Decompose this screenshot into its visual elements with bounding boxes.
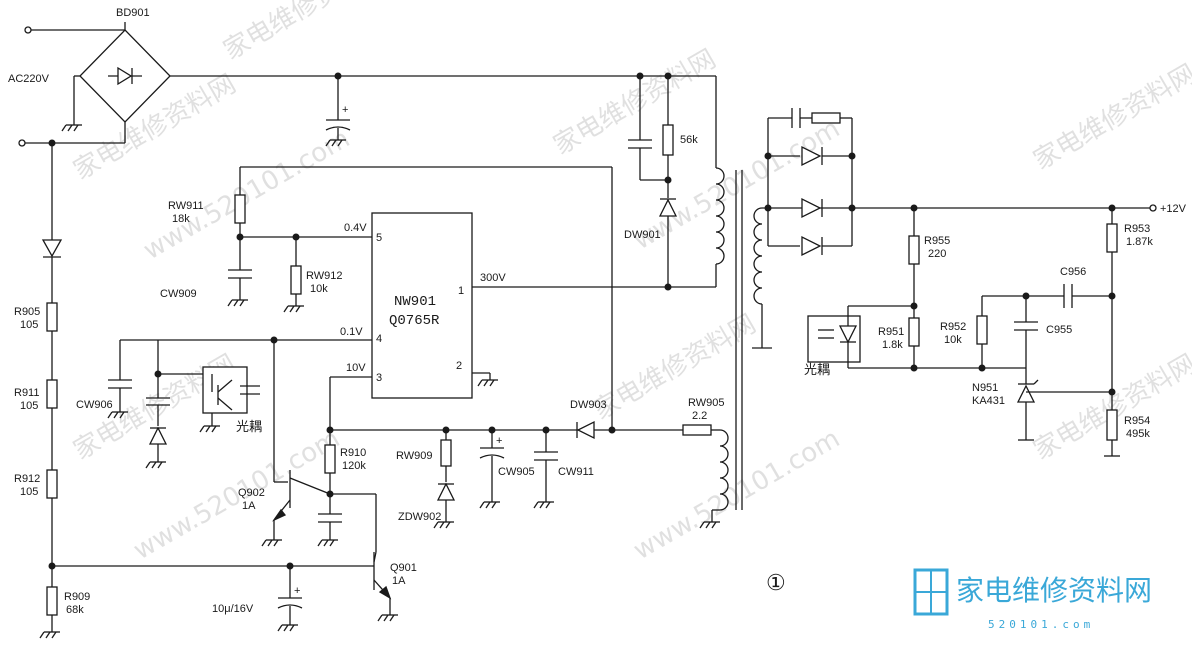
watermark-text: 家电维修资料网	[1029, 349, 1192, 466]
c956-label: C956	[1060, 266, 1086, 278]
r905-label: R905	[14, 306, 40, 318]
r905-value: 105	[20, 319, 38, 331]
protection-transistors: Q902 1A R910 120k Q901 1A +	[212, 340, 612, 632]
ac220-label: AC220V	[8, 73, 50, 85]
r953-value: 1.87k	[1126, 236, 1153, 248]
svg-text:+: +	[342, 104, 348, 116]
watermark-text: 家电维修资料网	[69, 69, 242, 186]
ic-part: Q0765R	[389, 313, 440, 329]
vcc-supply: RW909 ZDW902 + CW905 CW911 DW903 RW905 2…	[396, 397, 724, 529]
figure-number: ①	[766, 571, 786, 596]
r951-label: R951	[878, 326, 904, 338]
ic-name: NW901	[394, 294, 436, 310]
r955-value: 220	[928, 248, 946, 260]
v10-label: 10V	[346, 362, 366, 374]
output-feedback: R955 220 R951 1.8k 光耦 R952 10k C956	[804, 204, 1153, 457]
v04-label: 0.4V	[344, 222, 367, 234]
n951-label: N951	[972, 382, 998, 394]
r912-value: 105	[20, 486, 38, 498]
plus12-label: +12V	[1160, 203, 1187, 215]
cw909-label: CW909	[160, 288, 197, 300]
cw911-label: CW911	[558, 466, 594, 478]
rw912-label: RW912	[306, 270, 342, 282]
bridge-rectifier-bd901: BD901	[61, 7, 171, 143]
r954-value: 495k	[1126, 428, 1150, 440]
r56k-label: 56k	[680, 134, 698, 146]
cap-10u-label: 10μ/16V	[212, 603, 254, 615]
main-rail: +	[170, 72, 716, 147]
site-logo: 家电维修资料网 520101.com	[913, 568, 1152, 631]
zdw902-label: ZDW902	[398, 511, 441, 523]
watermark-text: 家电维修资料网	[1029, 59, 1192, 176]
opto-left-label: 光耦	[236, 419, 262, 434]
rw911-label: RW911	[168, 200, 204, 212]
transformer	[668, 76, 772, 529]
svg-text:+: +	[294, 585, 300, 597]
r911-value: 105	[20, 400, 38, 412]
v01-label: 0.1V	[340, 326, 363, 338]
r954-label: R954	[1124, 415, 1150, 427]
logo-name: 家电维修资料网	[956, 574, 1152, 607]
rw912-value: 10k	[310, 283, 328, 295]
start-string: R905 105 R911 105 R912 105 R909 68k	[14, 139, 372, 639]
snubber: 56k DW901	[624, 72, 698, 287]
watermark-url: www.520101.com	[629, 114, 846, 256]
watermark-text: 家电维修资料网	[219, 0, 392, 66]
pin5-label: 5	[376, 232, 382, 244]
r911-label: R911	[14, 387, 39, 399]
r955-label: R955	[924, 235, 950, 247]
r952-label: R952	[940, 321, 966, 333]
logo-url: 520101.com	[988, 618, 1094, 631]
n951-value: KA431	[972, 395, 1005, 407]
watermark-layer: 家电维修资料网 家电维修资料网 家电维修资料网 家电维修资料网 家电维修资料网 …	[69, 0, 1192, 566]
watermark-url: www.520101.com	[129, 424, 346, 566]
ac-input: AC220V	[8, 26, 125, 147]
r909-value: 68k	[66, 604, 84, 616]
cw905-label: CW905	[498, 466, 535, 478]
pin3-label: 3	[376, 372, 382, 384]
svg-text:+: +	[496, 435, 502, 447]
pin4-label: 4	[376, 333, 382, 345]
rw911-value: 18k	[172, 213, 190, 225]
dw901-label: DW901	[624, 229, 661, 241]
watermark-url: www.520101.com	[139, 124, 356, 266]
r909-label: R909	[64, 591, 90, 603]
cw906-label: CW906	[76, 399, 113, 411]
pin5-network: RW911 18k CW909 RW912 10k 0.4V	[160, 166, 613, 430]
r912-label: R912	[14, 473, 40, 485]
r953-label: R953	[1124, 223, 1150, 235]
feedback-left: CW906 光耦	[76, 340, 262, 469]
c955-label: C955	[1046, 324, 1072, 336]
dw903-label: DW903	[570, 399, 607, 411]
opto-right-label: 光耦	[804, 362, 830, 377]
v300-label: 300V	[480, 272, 506, 284]
q902-label: Q902	[238, 487, 265, 499]
pin1-label: 1	[458, 285, 464, 297]
r910-value: 120k	[342, 460, 366, 472]
q901-label: Q901	[390, 562, 417, 574]
r952-value: 10k	[944, 334, 962, 346]
ic-nw901: NW901 Q0765R 5 4 3 1 2 300V 0.1V 10V	[120, 212, 672, 430]
rw909-label: RW909	[396, 450, 432, 462]
secondary-rectifier: +12V	[762, 108, 1187, 257]
r910-label: R910	[340, 447, 366, 459]
bd901-label: BD901	[116, 7, 150, 19]
q901-value: 1A	[392, 575, 406, 587]
rw905-label: RW905	[688, 397, 724, 409]
q902-value: 1A	[242, 500, 256, 512]
watermark-text: 家电维修资料网	[589, 309, 762, 426]
pin2-label: 2	[456, 360, 462, 372]
watermark-url: www.520101.com	[629, 424, 846, 566]
rw905-value: 2.2	[692, 410, 707, 422]
r951-value: 1.8k	[882, 339, 903, 351]
